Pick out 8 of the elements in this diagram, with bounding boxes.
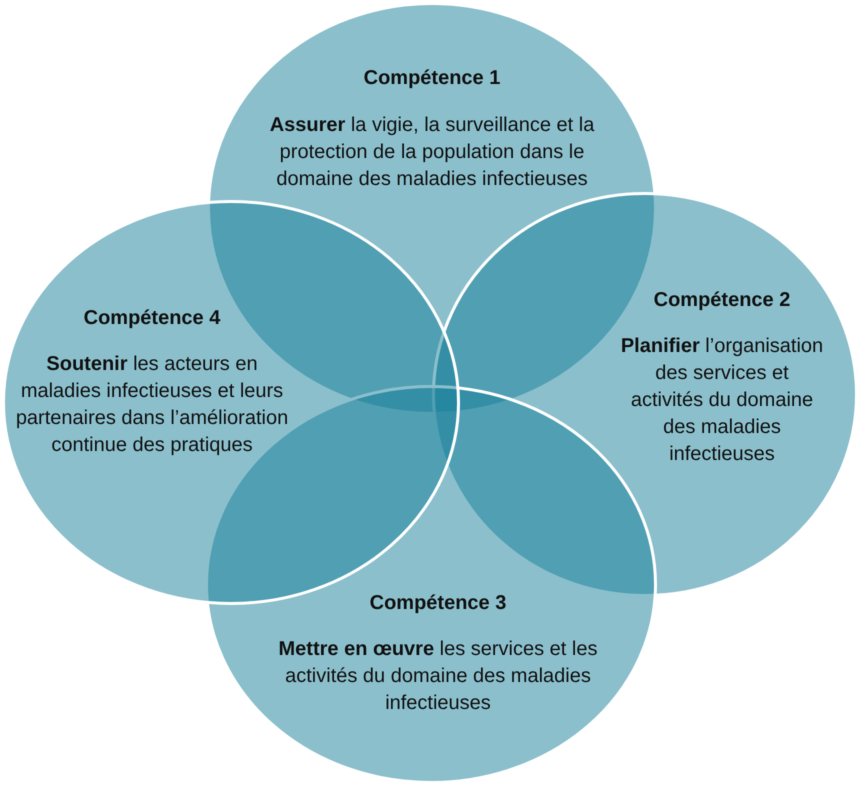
body-text: Planifier l’organisation des services et activités du domaine des maladies infectieuses bbox=[620, 334, 824, 467]
body-text: Soutenir les acteurs en maladies infectieuses et leurs partenaires dans l’amélioration continue des pratiques bbox=[14, 352, 290, 458]
body-text: Assurer la vigie, la surveillance et la protection de la population dans le domaine des maladies infectieuses bbox=[268, 113, 596, 192]
heading-text: Compétence 3 bbox=[368, 591, 508, 616]
heading-text: Compétence 2 bbox=[652, 288, 792, 313]
heading-text: Compétence 4 bbox=[82, 306, 222, 331]
heading-text: Compétence 1 bbox=[362, 66, 502, 91]
body-text: Mettre en œuvre les services et les activités du domaine des maladies infectieuses bbox=[278, 637, 598, 716]
